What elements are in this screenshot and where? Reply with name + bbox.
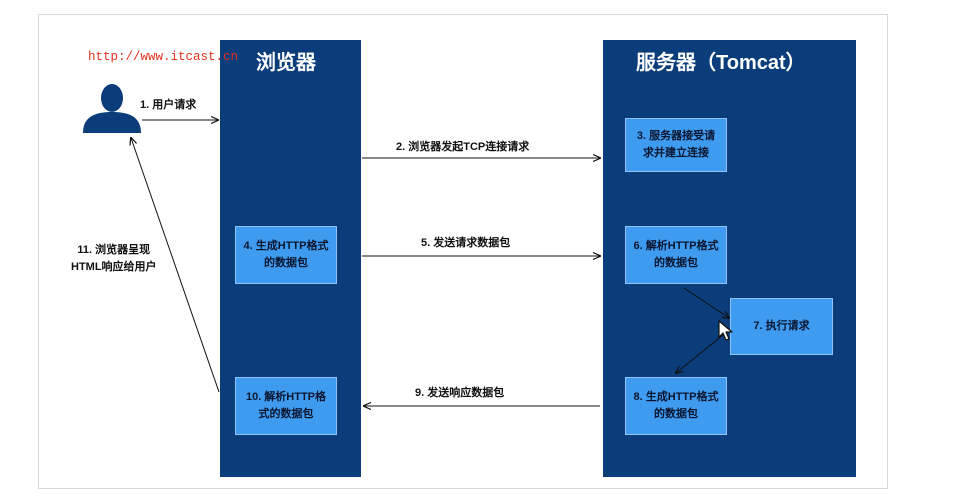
step-8-line2: 的数据包 [653, 408, 698, 420]
arrow-7-to-8 [676, 329, 730, 373]
step-6-box: 6. 解析HTTP格式 的数据包 [625, 226, 727, 284]
server-title: 服务器（Tomcat） [636, 52, 806, 74]
arrow-6-to-7 [683, 287, 729, 318]
step-11-line2: HTML响应给用户 [71, 261, 157, 273]
step-8-line1: 8. 生成HTTP格式 [633, 391, 719, 403]
step-10-box: 10. 解析HTTP格 式的数据包 [235, 377, 337, 435]
step-4-box: 4. 生成HTTP格式 的数据包 [235, 226, 337, 284]
watermark-url: http://www.itcast.cn [88, 50, 239, 64]
step-10-line2: 式的数据包 [258, 408, 314, 420]
step-3-line2: 求并建立连接 [642, 147, 709, 159]
step-5-label: 5. 发送请求数据包 [421, 237, 511, 249]
step-6-line2: 的数据包 [653, 257, 698, 269]
step-3-line1: 3. 服务器接受请 [636, 130, 716, 142]
browser-title: 浏览器 [256, 52, 316, 74]
step-3-box: 3. 服务器接受请 求并建立连接 [625, 118, 727, 172]
step-1-label: 1. 用户请求 [140, 99, 197, 111]
step-4-line2: 的数据包 [263, 257, 308, 269]
step-7-box: 7. 执行请求 [730, 298, 833, 355]
step-11-line1: 11. 浏览器呈现 [77, 244, 151, 256]
mouse-pointer-icon [718, 320, 733, 341]
step-10-line1: 10. 解析HTTP格 [245, 391, 327, 403]
step-8-box: 8. 生成HTTP格式 的数据包 [625, 377, 727, 435]
step-7-label: 7. 执行请求 [753, 320, 810, 332]
step-6-line1: 6. 解析HTTP格式 [633, 240, 719, 252]
arrow-11 [131, 138, 220, 393]
step-2-label: 2. 浏览器发起TCP连接请求 [396, 141, 530, 153]
user-silhouette-icon [83, 84, 141, 133]
step-9-label: 9. 发送响应数据包 [415, 387, 505, 399]
step-4-line1: 4. 生成HTTP格式 [243, 240, 329, 252]
step-11-label: 11. 浏览器呈现 HTML响应给用户 [71, 242, 157, 276]
